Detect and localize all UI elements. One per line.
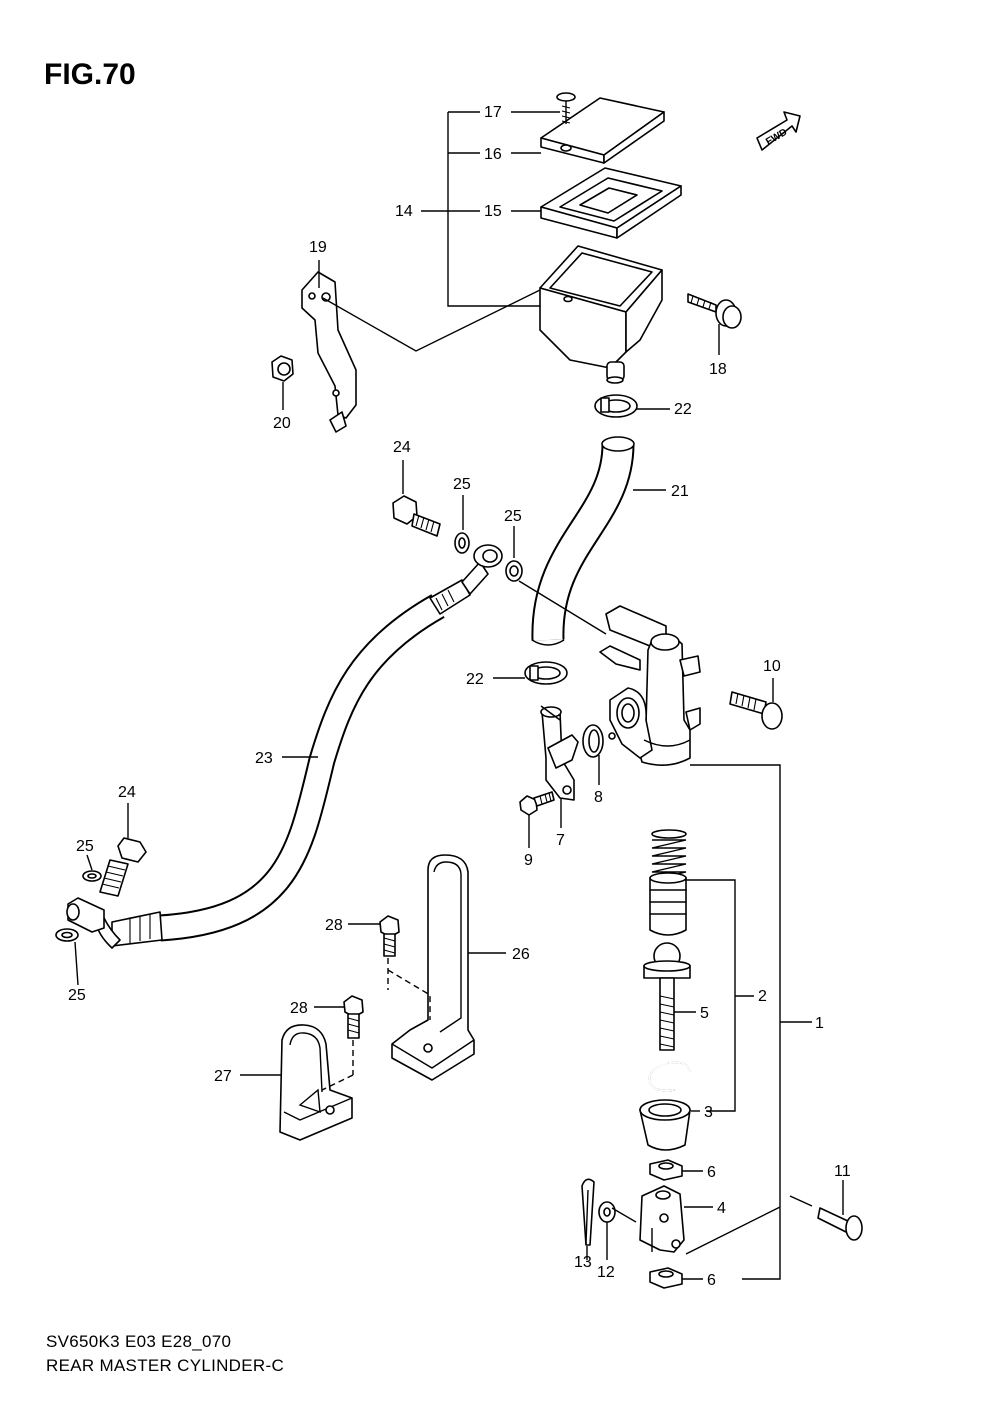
callout-17: 17: [484, 104, 502, 121]
o-ring: [582, 724, 604, 758]
callout-16: 16: [484, 146, 502, 163]
callout-21: 21: [671, 483, 689, 500]
reservoir-bolt: [687, 293, 742, 329]
leader-lines: [74, 111, 844, 1280]
callout-11: 11: [834, 1163, 851, 1180]
callout-25: 25: [68, 987, 86, 1004]
callout-8: 8: [594, 789, 603, 806]
reservoir-cap: [540, 97, 665, 164]
callout-4: 4: [717, 1200, 726, 1217]
guard-bolt: [379, 915, 400, 957]
cotter-pin: [581, 1178, 595, 1246]
callout-5: 5: [700, 1005, 709, 1022]
circlip: [648, 1061, 691, 1092]
callout-labels: 1 2 3 4 5 6 6 7 8 9 10 11 12 13 14 15 16…: [68, 104, 851, 1289]
reservoir-hose: [531, 436, 635, 646]
callout-15: 15: [484, 203, 502, 220]
banjo-bolt-lower: [99, 837, 147, 897]
callout-28: 28: [290, 1000, 308, 1017]
callout-25: 25: [504, 508, 522, 525]
fwd-label: FWD: [764, 127, 789, 148]
callout-10: 10: [763, 658, 781, 675]
callout-6: 6: [707, 1164, 716, 1181]
callout-24: 24: [118, 784, 136, 801]
figure-title: FIG.70: [44, 58, 136, 91]
push-rod: [643, 942, 691, 1051]
sealing-washer: [505, 560, 523, 582]
dust-boot: [639, 1099, 691, 1151]
mounting-bolt: [729, 691, 783, 730]
callout-19: 19: [309, 239, 327, 256]
clevis: [639, 1185, 685, 1253]
reservoir-bracket: [301, 271, 357, 433]
callout-23: 23: [255, 750, 273, 767]
callout-26: 26: [512, 946, 530, 963]
callout-14: 14: [395, 203, 413, 220]
callout-9: 9: [524, 852, 533, 869]
fwd-arrow-icon: FWD: [756, 111, 801, 151]
callout-18: 18: [709, 361, 727, 378]
master-cylinder-body: [599, 605, 701, 766]
diagram-name: REAR MASTER CYLINDER-C: [46, 1356, 285, 1375]
hose-guard-upper: [391, 854, 475, 1081]
hose-guard-lower: [279, 1024, 353, 1141]
callout-2: 2: [758, 988, 767, 1005]
callout-22: 22: [674, 401, 692, 418]
callout-3: 3: [704, 1104, 713, 1121]
callout-24: 24: [393, 439, 411, 456]
connector-screw: [519, 791, 555, 816]
clevis-pin: [817, 1207, 863, 1241]
cap-screw: [556, 92, 576, 124]
callout-6: 6: [707, 1272, 716, 1289]
footer: SV650K3 E03 E28_070 REAR MASTER CYLINDER…: [46, 1330, 284, 1378]
callout-12: 12: [597, 1264, 615, 1281]
callout-25: 25: [76, 838, 94, 855]
lock-nut: [649, 1159, 683, 1181]
callout-27: 27: [214, 1068, 232, 1085]
banjo-bolt-upper: [392, 495, 441, 537]
callout-28: 28: [325, 917, 343, 934]
callout-20: 20: [273, 415, 291, 432]
callout-22: 22: [466, 671, 484, 688]
reservoir-diaphragm: [540, 167, 682, 239]
sealing-washer: [82, 870, 102, 882]
reservoir-body: [539, 245, 663, 384]
diagram-code: SV650K3 E03 E28_070: [46, 1332, 232, 1351]
callout-25: 25: [453, 476, 471, 493]
hose-connector: [540, 706, 579, 801]
brake-hose: [66, 544, 503, 949]
callout-7: 7: [556, 832, 565, 849]
piston-set: [649, 872, 687, 936]
callout-1: 1: [815, 1015, 824, 1032]
pin-washer: [598, 1201, 616, 1223]
bracket-nut: [271, 355, 294, 382]
hose-clamp-lower: [524, 661, 568, 685]
lock-nut: [649, 1267, 683, 1289]
sealing-washer: [55, 928, 79, 942]
sealing-washer: [454, 532, 470, 554]
guard-bolt: [343, 995, 364, 1039]
callout-13: 13: [574, 1254, 592, 1271]
hose-clamp-upper: [594, 394, 638, 418]
